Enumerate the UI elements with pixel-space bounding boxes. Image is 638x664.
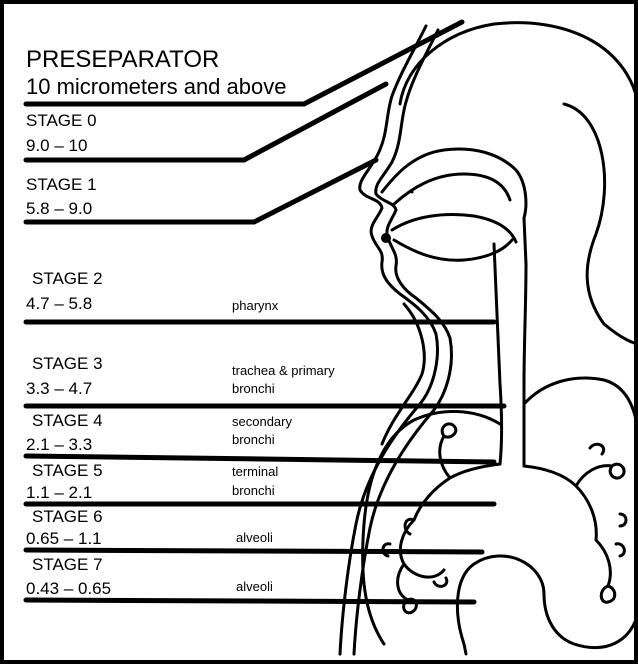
stage-5-region-line2: bronchi — [232, 484, 275, 497]
stage-5-region: terminal — [232, 465, 278, 478]
nasal-cavity — [382, 149, 526, 218]
stage-4-range: 2.1 – 3.3 — [26, 436, 92, 453]
stage-0-label: STAGE 0 — [26, 112, 97, 129]
stage-1-range: 5.8 – 9.0 — [26, 200, 92, 217]
stage-6-region: alveoli — [236, 531, 273, 544]
nasal-cavity-inner — [394, 174, 510, 204]
right-lung-outline — [457, 378, 638, 654]
stage-2-range: 4.7 – 5.8 — [26, 295, 92, 312]
pointer-line-preseparator-diag — [304, 22, 462, 104]
back-of-head — [564, 104, 638, 344]
oral-cavity — [392, 215, 516, 242]
stage-3-region-line2: bronchi — [232, 382, 275, 395]
stage-6-range: 0.65 – 1.1 — [26, 530, 102, 547]
stage-4-region: secondary — [232, 415, 292, 428]
stage-3-label: STAGE 3 — [32, 355, 103, 372]
left-lung-outline — [363, 411, 500, 644]
pointer-line-stage-1-diag — [254, 160, 376, 222]
stage-4-label: STAGE 4 — [32, 412, 103, 429]
pharynx-right — [524, 218, 526, 466]
stage-7-label: STAGE 7 — [32, 556, 103, 573]
stage-2-region: pharynx — [232, 299, 278, 312]
stage-3-region: trachea & primary — [232, 364, 335, 377]
stage-3-range: 3.3 – 4.7 — [26, 380, 92, 397]
head-outline — [400, 23, 638, 344]
stage-4-region-line2: bronchi — [232, 433, 275, 446]
stage-6-label: STAGE 6 — [32, 508, 103, 525]
bronchi-right — [524, 466, 612, 586]
pointer-line-stage-7 — [26, 600, 474, 602]
pointer-line-stage-6 — [26, 550, 482, 552]
stage-5-range: 1.1 – 2.1 — [26, 484, 92, 501]
preseparator-subtitle: 10 micrometers and above — [26, 76, 286, 98]
stage-7-range: 0.43 – 0.65 — [26, 580, 111, 597]
stage-2-label: STAGE 2 — [32, 270, 103, 287]
stage-1-label: STAGE 1 — [26, 176, 97, 193]
preseparator-title: PRESEPARATOR — [26, 48, 219, 72]
stage-7-region: alveoli — [236, 580, 273, 593]
pharynx-left — [494, 244, 502, 464]
stage-5-label: STAGE 5 — [32, 462, 103, 479]
stage-0-range: 9.0 – 10 — [26, 137, 87, 154]
bronchioles-left — [383, 424, 456, 613]
lip-point — [381, 233, 391, 243]
